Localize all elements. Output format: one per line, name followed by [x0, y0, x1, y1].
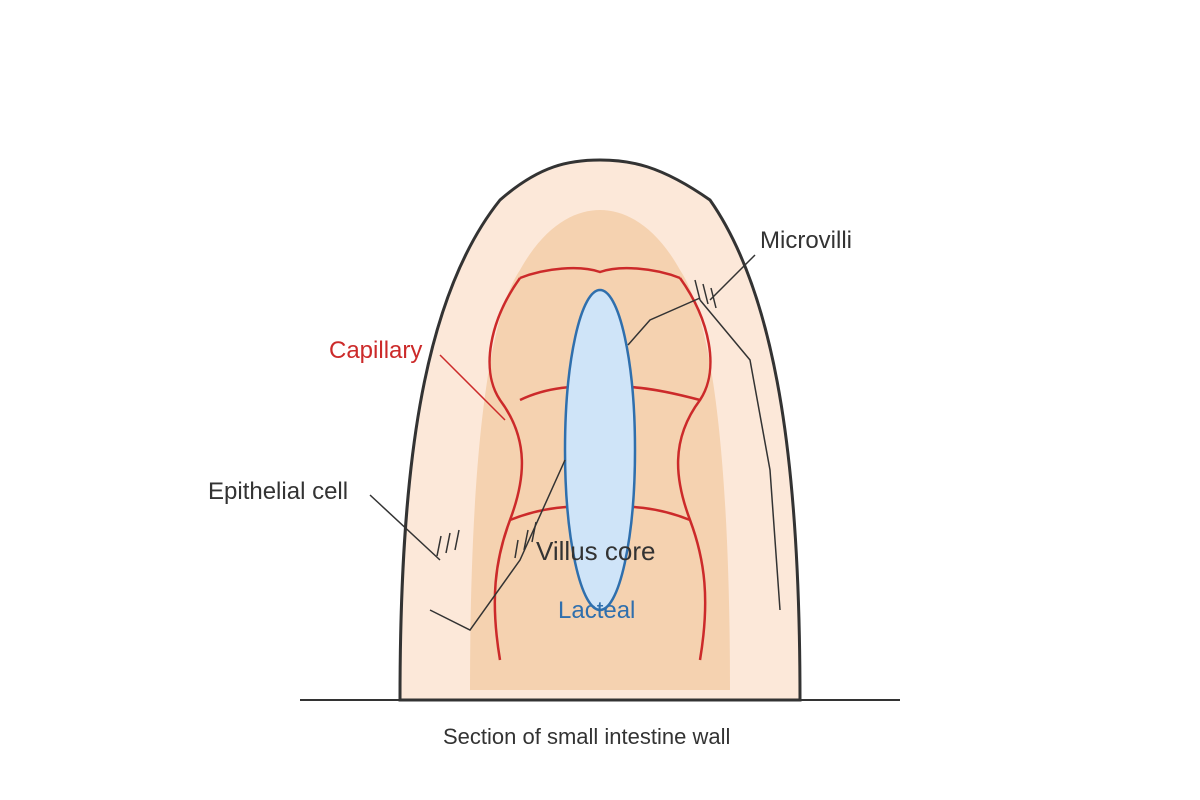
leader-lines: [369, 254, 781, 631]
villus-core-label: Villus core: [536, 536, 656, 566]
microvilli-ticks-core: [514, 521, 537, 559]
microvilli-ticks-right: [694, 279, 717, 309]
capillary-leader-line: [439, 354, 506, 421]
lacteal-label: Lacteal: [558, 597, 636, 624]
capillary-label: Capillary: [329, 337, 423, 364]
diagram-caption: Section of small intestine wall: [443, 724, 731, 749]
epithelial-cell-label: Epithelial cell: [208, 478, 349, 505]
microvilli-label: Microvilli: [760, 227, 852, 254]
lacteal-vessel: [563, 288, 637, 612]
microvilli-ticks-left: [436, 529, 460, 557]
